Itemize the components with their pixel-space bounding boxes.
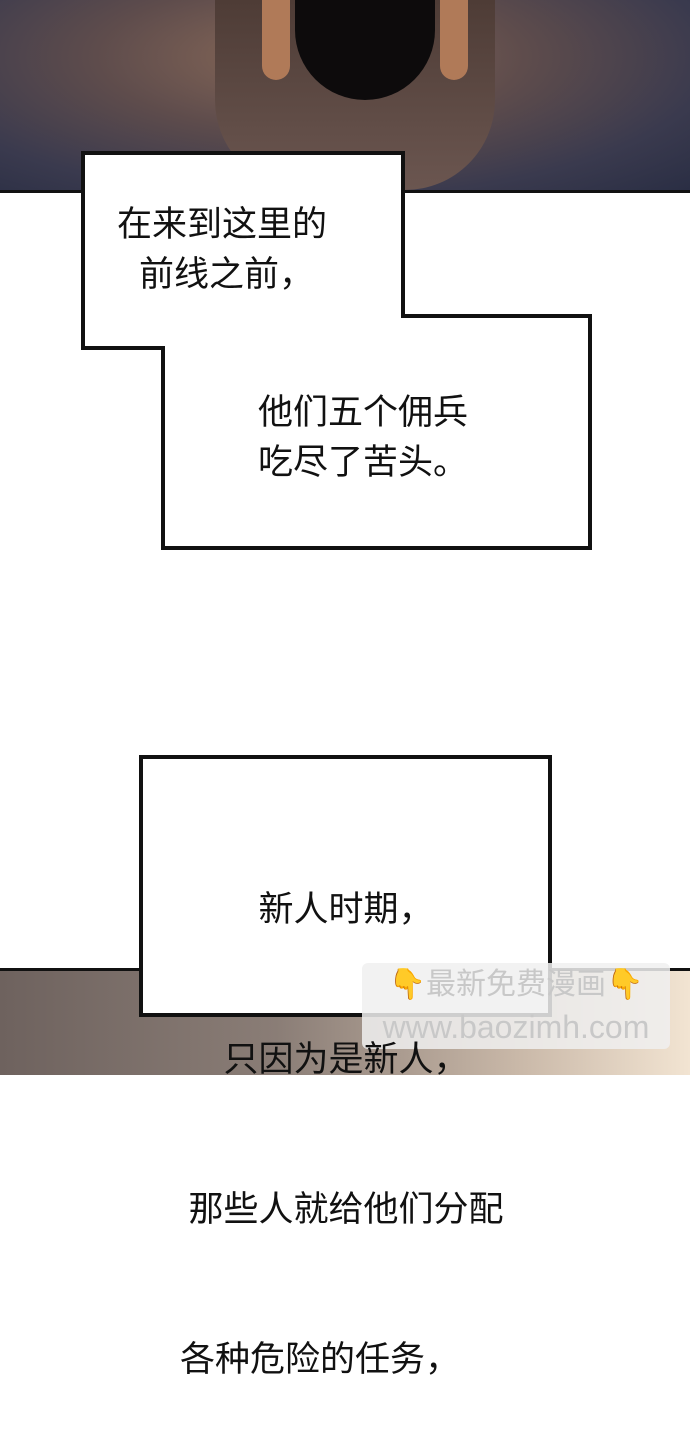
caption-line: 前线之前，: [139, 255, 315, 295]
pointing-down-hand-icon: 👇: [388, 967, 426, 1002]
caption-line: 吃尽了苦头。: [258, 443, 469, 483]
pointing-down-hand-icon: 👇: [606, 967, 644, 1002]
caption-line: 只因为是新人，: [223, 1040, 469, 1080]
watermark: 👇最新免费漫画👇 www.baozimh.com: [362, 963, 670, 1049]
caption-3: 新人时期， 只因为是新人， 那些人就给他们分配 各种危险的任务，: [156, 785, 536, 1435]
caption-line: 新人时期，: [258, 890, 434, 930]
caption-boxes: [81, 151, 592, 1017]
watermark-line1: 最新免费漫画: [426, 967, 606, 1002]
caption-1: 在来到这里的前线之前，: [117, 200, 327, 300]
caption-line: 各种危险的任务，: [180, 1340, 461, 1380]
watermark-url: www.baozimh.com: [382, 1009, 650, 1045]
caption-line: 他们五个佣兵: [258, 393, 469, 433]
caption-line: 在来到这里的: [117, 205, 328, 245]
caption-box-1: [81, 151, 592, 550]
figure-arm-right: [440, 0, 468, 80]
caption-2: 他们五个佣兵吃尽了苦头。: [258, 388, 468, 488]
figure-arm-left: [262, 0, 290, 80]
caption-line: 那些人就给他们分配: [188, 1190, 504, 1230]
